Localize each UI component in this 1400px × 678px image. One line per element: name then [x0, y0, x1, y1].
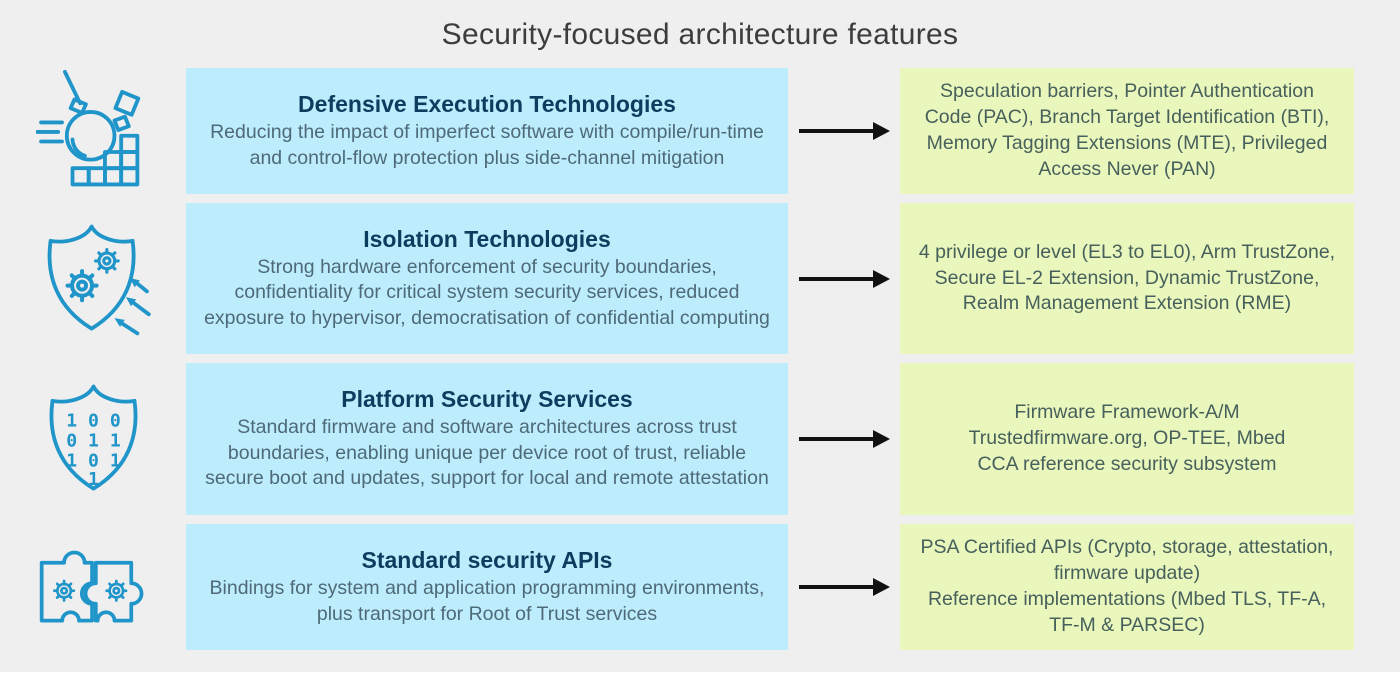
feature-row-platform-security: 1 0 0 0 1 1 1 0 1 1 Platform Security Se… [0, 363, 1400, 515]
feature-box: Isolation Technologies Strong hardware e… [186, 203, 788, 354]
feature-description: Reducing the impact of imperfect softwar… [210, 121, 764, 169]
binary-row: 1 [88, 469, 99, 490]
feature-title: Platform Security Services [341, 386, 633, 413]
feature-details: Firmware Framework-A/M Trustedfirmware.o… [900, 363, 1354, 515]
feature-box: Standard security APIs Bindings for syst… [186, 524, 788, 650]
arrow-right-icon [788, 68, 900, 194]
binary-row: 1 0 0 [66, 411, 121, 432]
feature-rows: Defensive Execution Technologies Reducin… [0, 68, 1400, 650]
feature-title: Standard security APIs [361, 547, 613, 574]
feature-details: 4 privilege or level (EL3 to EL0), Arm T… [900, 203, 1354, 354]
binary-row: 1 0 1 [66, 451, 121, 472]
feature-box: Defensive Execution Technologies Reducin… [186, 68, 788, 194]
feature-row-defensive-execution: Defensive Execution Technologies Reducin… [0, 68, 1400, 194]
feature-row-isolation: Isolation Technologies Strong hardware e… [0, 203, 1400, 354]
wrecking-ball-demolition-icon [0, 68, 186, 194]
shield-gears-icon [0, 203, 186, 354]
arrow-right-icon [788, 203, 900, 354]
binary-row: 0 1 1 [66, 431, 121, 452]
feature-title: Isolation Technologies [363, 225, 611, 252]
page-title: Security-focused architecture features [441, 18, 959, 51]
arrow-right-icon [788, 363, 900, 515]
feature-description: Bindings for system and application prog… [209, 577, 765, 625]
feature-row-standard-apis: Standard security APIs Bindings for syst… [0, 524, 1400, 650]
feature-details: PSA Certified APIs (Crypto, storage, att… [900, 524, 1354, 650]
puzzle-gears-icon [0, 524, 186, 650]
shield-binary-icon: 1 0 0 0 1 1 1 0 1 1 [0, 363, 186, 515]
feature-box: Platform Security Services Standard firm… [186, 363, 788, 515]
feature-description: Standard firmware and software architect… [205, 416, 769, 490]
feature-description: Strong hardware enforcement of security … [204, 255, 770, 329]
arrow-right-icon [788, 524, 900, 650]
feature-title: Defensive Execution Technologies [298, 91, 676, 118]
feature-details: Speculation barriers, Pointer Authentica… [900, 68, 1354, 194]
